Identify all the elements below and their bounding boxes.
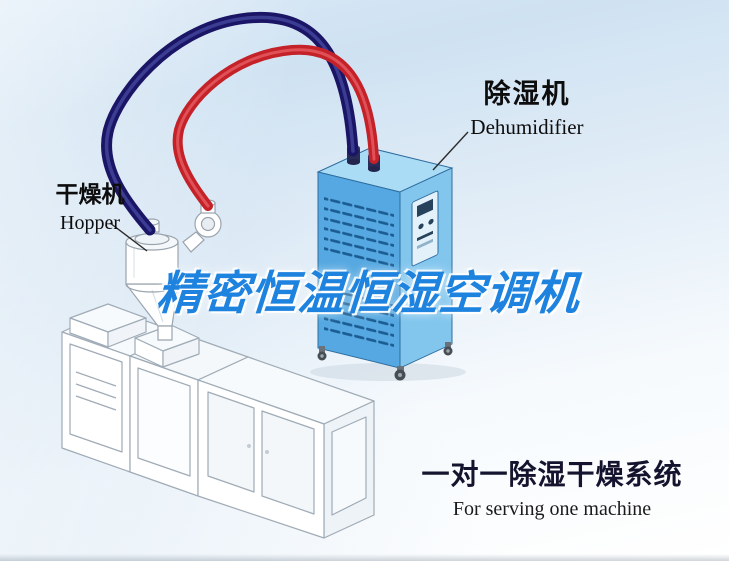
dryer-label-en: Hopper (60, 212, 120, 234)
vent-grille-lower (324, 287, 394, 353)
caption: 一对一除湿干燥系统 For serving one machine (412, 453, 692, 521)
panel-display (417, 198, 433, 218)
dehumidifier-shadow (310, 363, 466, 381)
dryer-label: 干燥机 Hopper (48, 175, 132, 235)
dehumidifier-front-face (317, 171, 401, 369)
vent-grille-upper (324, 193, 394, 271)
label-pointer-lines (109, 131, 469, 252)
caption-cn: 一对一除湿干燥系统 (421, 459, 683, 490)
dehumidifier-label: 除湿机 Dehumidifier (455, 72, 599, 140)
control-panel (411, 190, 439, 267)
dehumidifier-side-face (399, 167, 453, 369)
pipe-red (172, 44, 379, 211)
caster-wheels (317, 342, 453, 381)
panel-knob (428, 218, 434, 225)
dryer-label-cn: 干燥机 (55, 181, 125, 207)
blower-illustration (182, 199, 222, 253)
hopper-illustration (125, 218, 179, 341)
panel-knob (418, 223, 424, 230)
watermark-title: 精密恒温恒湿空调机 (154, 267, 582, 319)
dehumidifier-pointer-line (432, 131, 469, 171)
dehumidifier-label-en: Dehumidifier (470, 115, 584, 139)
caption-en: For serving one machine (452, 498, 652, 520)
dehumidifier-illustration (310, 145, 466, 381)
dryer-pointer-line (109, 222, 148, 252)
machine-illustration (61, 303, 375, 539)
dehumidifier-label-cn: 除湿机 (483, 79, 571, 109)
